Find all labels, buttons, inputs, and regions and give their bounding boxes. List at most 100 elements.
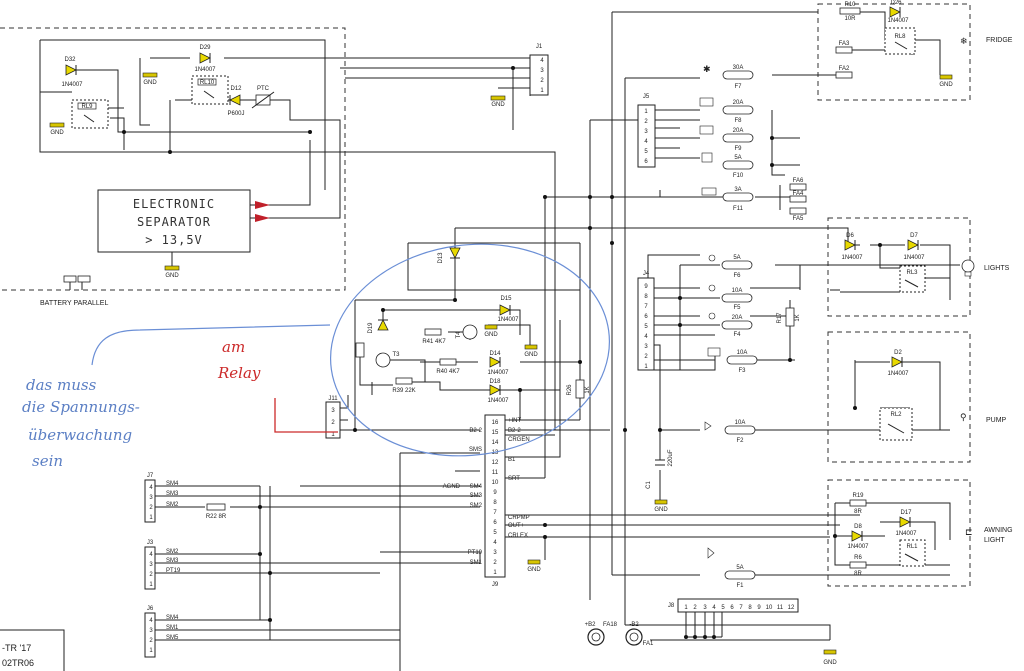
svg-text:D29: D29 (199, 45, 211, 51)
svg-text:J7: J7 (147, 473, 154, 479)
svg-text:4: 4 (149, 618, 153, 624)
svg-text:J11: J11 (328, 396, 338, 402)
resistor-r40: R40 4K7 (436, 358, 460, 375)
svg-text:20A: 20A (733, 100, 744, 106)
diode-d29: D29 1N4007 (194, 45, 216, 73)
svg-text:R40 4K7: R40 4K7 (436, 369, 460, 375)
resistor-r17: R17 1K (777, 307, 801, 327)
awning-components: R19 8R D8 1N4007 D17 1N4007 RL1 R6 8R (847, 493, 926, 577)
svg-text:CRPMP: CRPMP (508, 515, 530, 521)
svg-text:2: 2 (331, 420, 335, 426)
svg-text:D13: D13 (438, 252, 444, 264)
svg-text:D32: D32 (64, 57, 76, 63)
tap-icon: ⚲ (960, 412, 967, 422)
j9-right-nets: +INT B2-2 CRGEN B1 SRT CRPMP OUT+ CRLEX (508, 418, 530, 539)
svg-text:4: 4 (644, 334, 648, 340)
lamp-icon (708, 312, 716, 320)
ptc-thermistor: PTC (251, 86, 275, 109)
fuse-f9: 20A F9 (722, 128, 754, 152)
svg-text:16: 16 (492, 420, 499, 426)
svg-text:3: 3 (644, 129, 648, 135)
svg-text:D18: D18 (489, 379, 501, 385)
svg-text:F9: F9 (734, 146, 742, 152)
svg-text:R26: R26 (567, 384, 573, 396)
svg-text:D17: D17 (900, 510, 912, 516)
svg-text:SM4: SM4 (166, 481, 179, 487)
svg-text:GND: GND (823, 660, 837, 666)
fuse-f3: 10A F3 (726, 350, 758, 374)
svg-text:F3: F3 (738, 368, 746, 374)
svg-text:D15: D15 (500, 296, 512, 302)
lamp-icon (708, 254, 716, 262)
snowflake-icon: ❄ (960, 36, 968, 46)
svg-text:CRGEN: CRGEN (508, 437, 530, 443)
svg-text:1: 1 (493, 570, 497, 576)
svg-text:C1: C1 (646, 481, 652, 489)
svg-text:2: 2 (644, 354, 648, 360)
diode-d19: D19 (368, 319, 389, 334)
center-grounds: GND GND GND GND GND (484, 324, 837, 666)
svg-text:J9: J9 (492, 582, 499, 588)
svg-text:CRLEX: CRLEX (508, 533, 528, 539)
svg-text:10A: 10A (737, 350, 748, 356)
svg-text:SM2: SM2 (166, 502, 179, 508)
svg-text:5A: 5A (736, 565, 743, 571)
svg-text:RL10: RL10 (200, 80, 215, 86)
connector-j1: J1 4 3 2 1 (529, 44, 549, 96)
awning-label-2: LIGHT (984, 537, 1005, 544)
svg-text:SM3: SM3 (166, 491, 179, 497)
svg-text:5A: 5A (734, 155, 741, 161)
electronic-separator: ELECTRONIC SEPARATOR > 13,5V (97, 189, 270, 253)
svg-text:J4: J4 (643, 271, 650, 277)
separator-line3: > 13,5V (145, 233, 203, 247)
svg-text:F11: F11 (733, 206, 744, 212)
j9-left-nets: B2-2 SMS AGND SM4 SM3 SM2 PT19 SM1 (443, 428, 483, 566)
svg-text:R41 4K7: R41 4K7 (422, 339, 446, 345)
diode-d12: D12 P600J (227, 86, 244, 117)
svg-text:B1: B1 (508, 457, 516, 463)
svg-text:8: 8 (748, 605, 752, 611)
relay-rl9: RL9 (71, 99, 109, 129)
svg-text:3: 3 (149, 495, 153, 501)
resistor-r38 (355, 342, 365, 358)
svg-text:8R: 8R (854, 509, 862, 515)
svg-text:J3: J3 (147, 540, 154, 546)
output-arrow-icon (255, 201, 270, 209)
svg-text:SM5: SM5 (166, 635, 179, 641)
svg-text:RL2: RL2 (890, 412, 902, 418)
svg-text:30A: 30A (733, 65, 744, 71)
svg-text:D7: D7 (910, 233, 918, 239)
svg-text:12: 12 (788, 605, 795, 611)
svg-text:13: 13 (492, 450, 499, 456)
left-group-border (0, 27, 346, 291)
bulb-icon (961, 259, 975, 277)
svg-text:11: 11 (492, 470, 499, 476)
svg-text:1: 1 (644, 364, 648, 370)
svg-text:1: 1 (149, 648, 153, 654)
svg-text:PTC: PTC (257, 86, 270, 92)
svg-text:D19: D19 (368, 322, 374, 334)
svg-text:RL8: RL8 (894, 34, 906, 40)
svg-text:-B2: -B2 (629, 622, 639, 628)
svg-text:GND: GND (491, 102, 505, 108)
svg-text:FA6: FA6 (793, 178, 804, 184)
fridge-group-border (817, 3, 971, 101)
svg-text:2: 2 (493, 560, 497, 566)
svg-text:GND: GND (527, 567, 541, 573)
svg-text:1N4007: 1N4007 (487, 398, 509, 404)
svg-text:3: 3 (493, 550, 497, 556)
svg-text:1N4007: 1N4007 (847, 544, 869, 550)
motor-icon (707, 347, 721, 357)
annotation-blue-line3: überwachung (28, 426, 132, 444)
connector-j6: J6 4 3 2 1 SM4 SM1 SM5 (144, 606, 179, 658)
svg-text:7: 7 (493, 510, 497, 516)
svg-text:6: 6 (493, 520, 497, 526)
svg-text:PT19: PT19 (468, 550, 483, 556)
awning-light-icon: ⊏ (965, 527, 973, 537)
svg-text:B2-2: B2-2 (469, 428, 482, 434)
svg-text:2: 2 (149, 572, 153, 578)
resistor-r22: R22 8R (206, 503, 227, 520)
svg-text:1N4007: 1N4007 (887, 18, 909, 24)
svg-text:GND: GND (50, 130, 64, 136)
diode-d32: D32 1N4007 (61, 57, 83, 88)
